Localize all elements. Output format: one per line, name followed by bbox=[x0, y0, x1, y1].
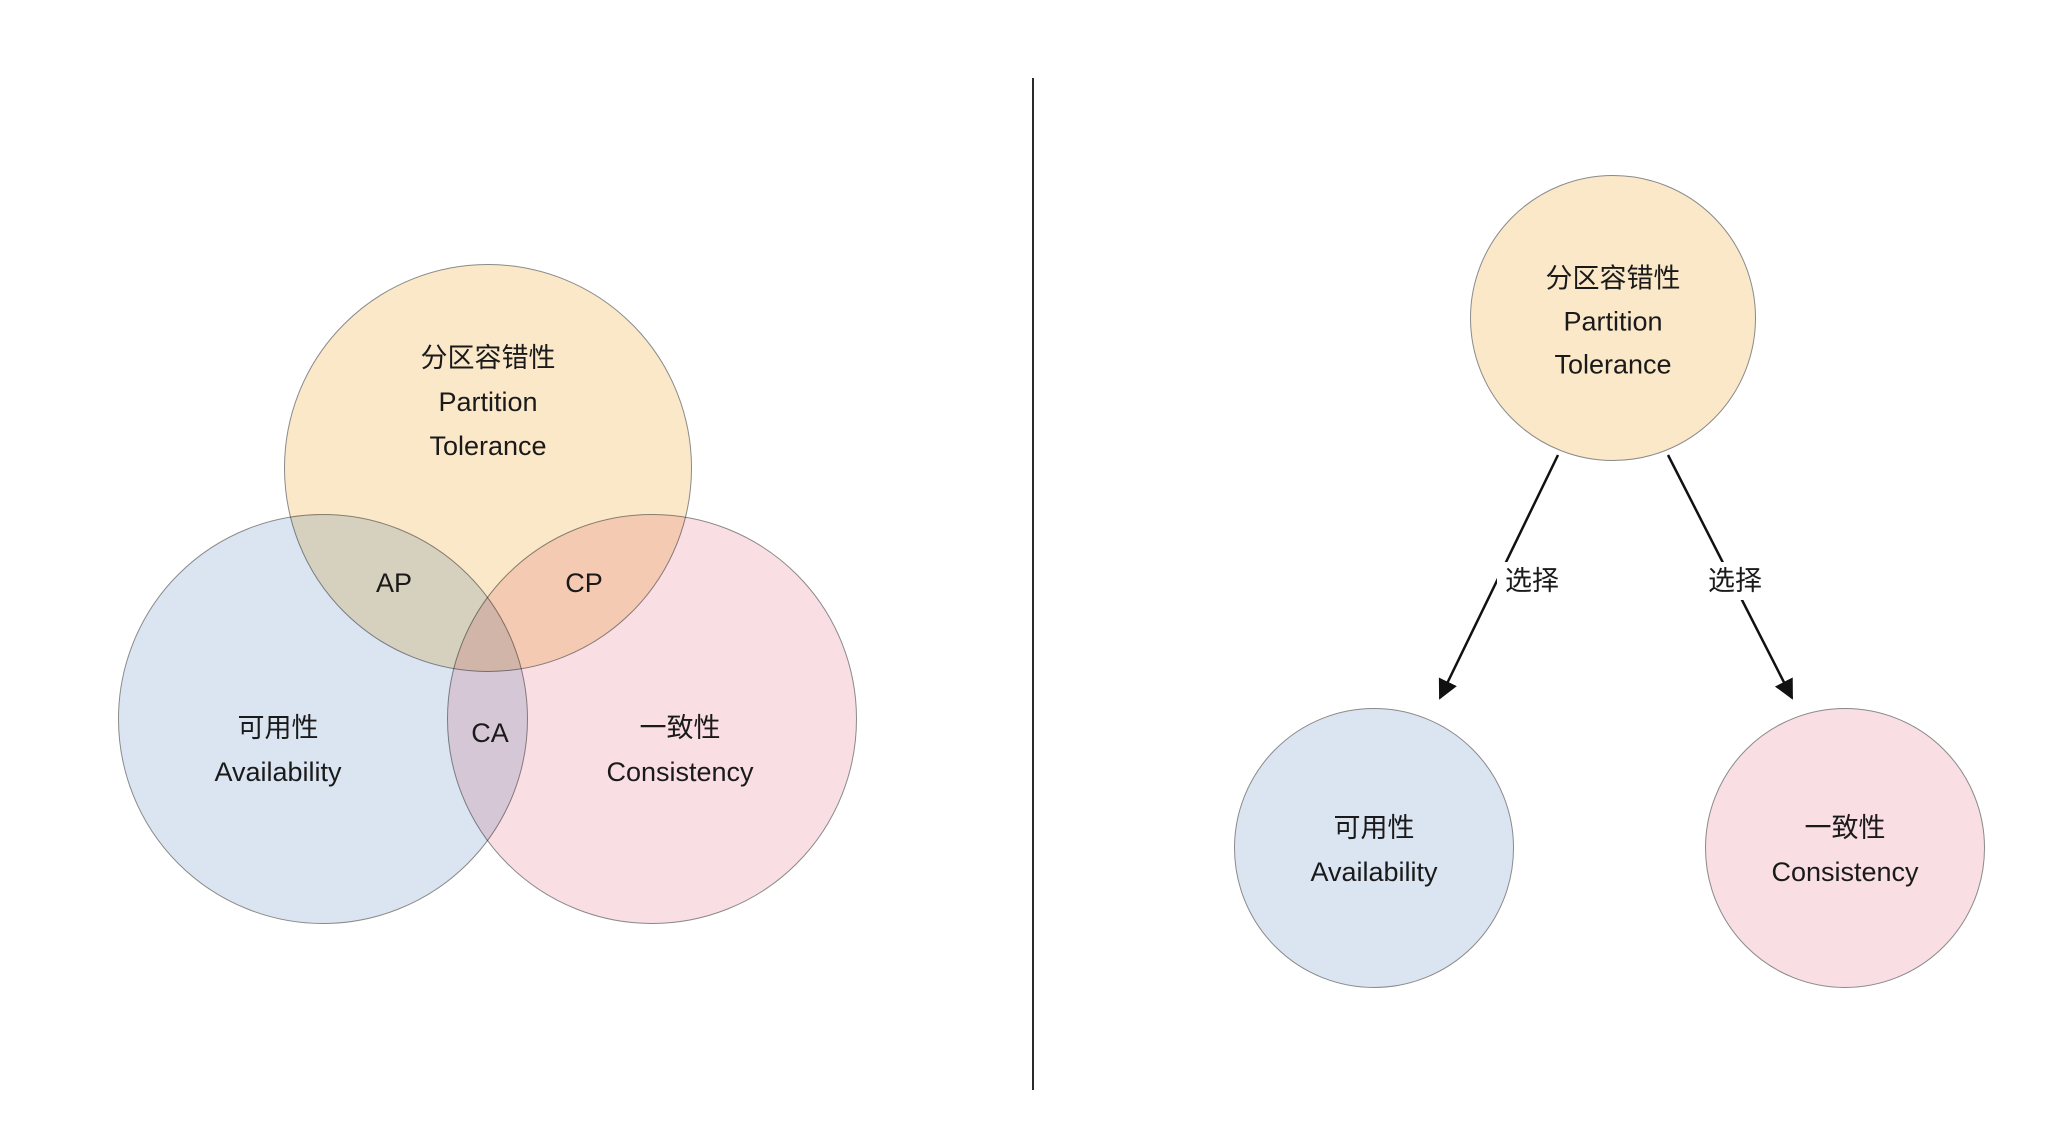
consistency-label-zh: 一致性 bbox=[639, 713, 721, 743]
consistency-label-en: Consistency bbox=[606, 757, 754, 787]
tree-partition-label-en1: Partition bbox=[1563, 306, 1663, 337]
tree-partition-label-zh: 分区容错性 bbox=[1545, 263, 1681, 294]
choose-label-left: 选择 bbox=[1497, 562, 1567, 600]
choose-label-right: 选择 bbox=[1700, 562, 1770, 600]
partition-label-zh: 分区容错性 bbox=[420, 343, 556, 373]
panel-divider-line bbox=[1032, 78, 1034, 1090]
partition-label-en1: Partition bbox=[438, 387, 538, 417]
tree-availability-label-en: Availability bbox=[1310, 857, 1438, 887]
availability-label-zh: 可用性 bbox=[237, 713, 319, 743]
availability-label-en: Availability bbox=[214, 757, 342, 787]
tree-circle-availability bbox=[1234, 708, 1514, 988]
tree-availability-label-zh: 可用性 bbox=[1333, 813, 1415, 843]
venn-overlap-label-ap: AP bbox=[375, 568, 413, 598]
tree-label-consistency: 一致性 Consistency bbox=[1771, 806, 1918, 894]
venn-label-partition-tolerance: 分区容错性 Partition Tolerance bbox=[421, 336, 556, 468]
tree-label-availability: 可用性 Availability bbox=[1310, 806, 1437, 894]
tree-circle-partition-tolerance bbox=[1470, 175, 1756, 461]
tree-consistency-label-en: Consistency bbox=[1771, 857, 1919, 887]
venn-circle-consistency bbox=[447, 514, 857, 924]
venn-label-consistency: 一致性 Consistency bbox=[606, 706, 753, 794]
venn-overlap-label-ca: CA bbox=[471, 718, 509, 748]
partition-label-en2: Tolerance bbox=[429, 431, 547, 461]
tree-consistency-label-zh: 一致性 bbox=[1804, 813, 1886, 843]
tree-circle-consistency bbox=[1705, 708, 1985, 988]
venn-overlap-label-cp: CP bbox=[565, 568, 603, 598]
venn-label-availability: 可用性 Availability bbox=[214, 706, 341, 794]
tree-label-partition-tolerance: 分区容错性 Partition Tolerance bbox=[1546, 258, 1681, 387]
tree-partition-label-en2: Tolerance bbox=[1554, 349, 1672, 380]
